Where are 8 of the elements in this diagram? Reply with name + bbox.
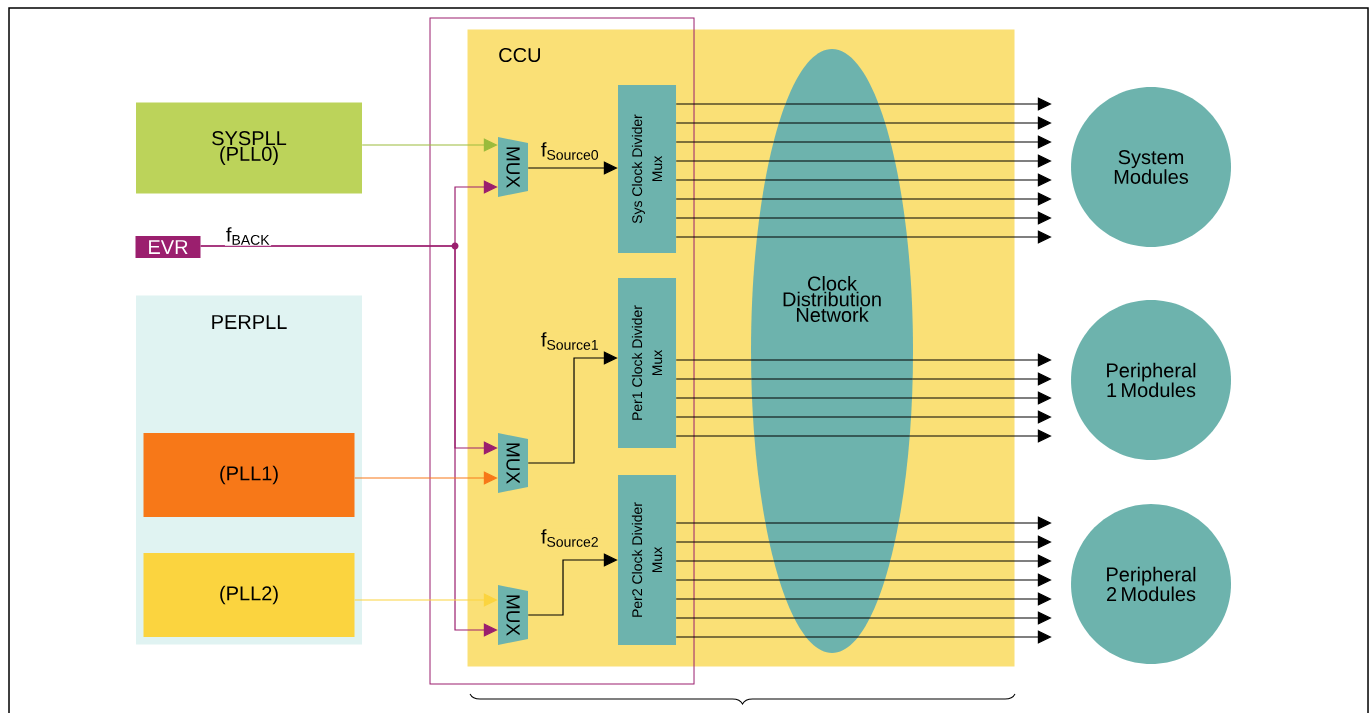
pll-box: (PLL1) — [143, 433, 355, 517]
edge-label: f$_{Source0}$ — [539, 141, 601, 161]
edge-label: f$_{Source1}$ — [539, 331, 601, 351]
evr-box: EVR — [135, 236, 201, 258]
pll-box: (PLL2) — [143, 553, 355, 637]
edge-label: f$_{Source2}$ — [539, 528, 601, 548]
edge-label: f$_{BACK}$ — [224, 226, 272, 246]
pll-box: SYSPLL (PLL0) — [136, 102, 362, 194]
